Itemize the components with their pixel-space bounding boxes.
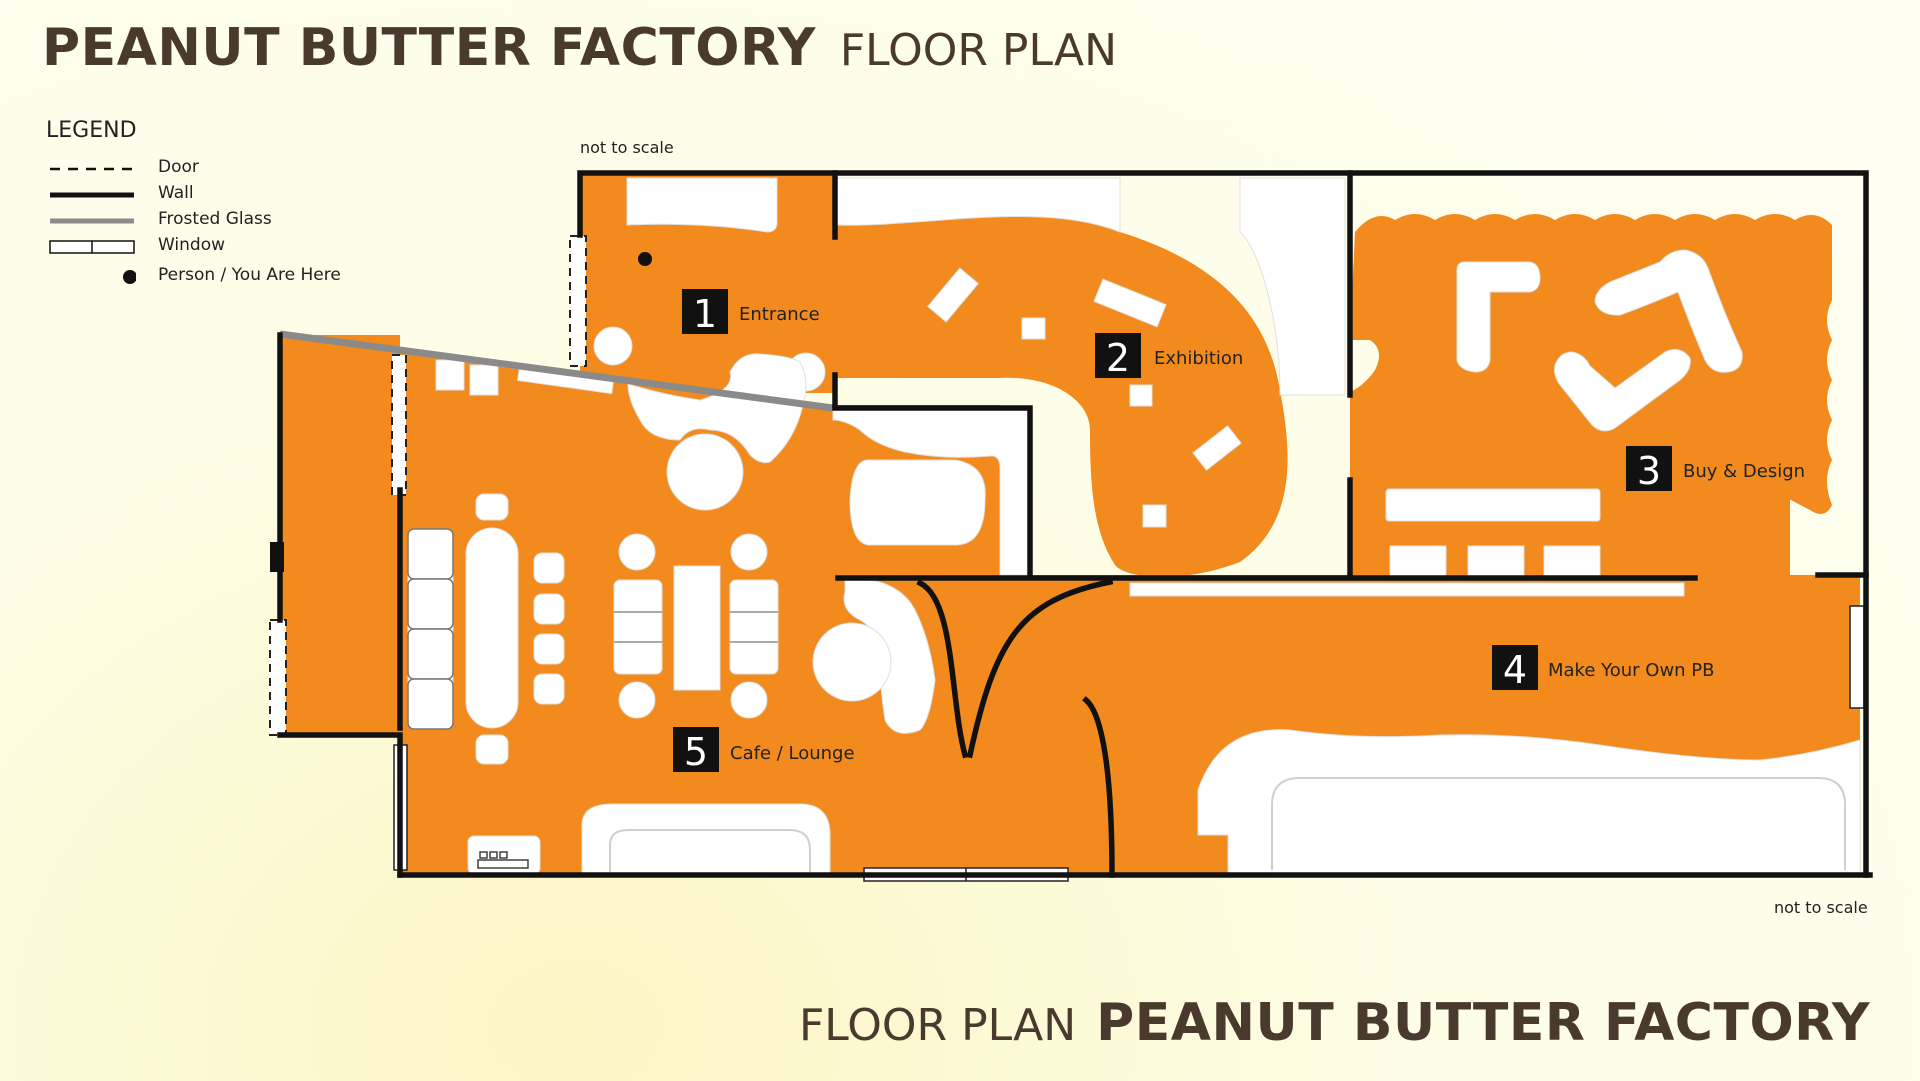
chair	[475, 493, 509, 521]
zone-label: Make Your Own PB	[1548, 660, 1715, 681]
title-sub: FLOOR PLAN	[839, 25, 1117, 76]
exhibit-panel	[1192, 425, 1242, 471]
zone-number: 2	[1106, 336, 1130, 380]
plan-title: PEANUT BUTTER FACTORY FLOOR PLAN	[42, 18, 1117, 78]
legend-title: LEGEND	[46, 118, 137, 143]
legend-label: Person / You Are Here	[158, 265, 341, 285]
zone-entrance: 1 Entrance	[682, 289, 820, 336]
cafe-round-table	[812, 622, 892, 702]
zone-number-box	[1492, 645, 1538, 690]
zone-number-box	[1626, 446, 1672, 491]
stool	[618, 681, 656, 719]
chair	[533, 593, 565, 625]
footer-title-main: PEANUT BUTTER FACTORY	[1096, 993, 1870, 1053]
coffee-table	[673, 565, 721, 691]
legend-item-person: Person / You Are Here	[46, 265, 341, 289]
exhibit-wall-block	[834, 177, 1121, 233]
legend-label: Frosted Glass	[158, 209, 272, 229]
entrance-planter	[593, 326, 633, 366]
legend-item-frosted-glass: Frosted Glass	[46, 209, 272, 233]
cafe-booth	[849, 459, 986, 546]
wall-line-icon	[50, 192, 134, 198]
legend-label: Window	[158, 235, 226, 255]
chair	[475, 734, 509, 765]
cafe-counter-inner	[609, 829, 811, 872]
footer-title: FLOOR PLAN PEANUT BUTTER FACTORY	[799, 993, 1870, 1053]
exhibit-plinth	[1142, 504, 1167, 528]
checkout-counter	[1385, 488, 1601, 522]
legend: LEGEND Door Wall Frosted Glass Window Pe…	[46, 118, 341, 291]
zone-cafe-lounge: 5 Cafe / Lounge	[673, 727, 855, 774]
zone-number-box	[1095, 333, 1141, 378]
long-table	[465, 527, 519, 729]
footer-title-sub: FLOOR PLAN	[799, 1000, 1077, 1051]
sofa	[729, 579, 779, 675]
legend-label: Wall	[158, 183, 194, 203]
cafe-counter	[581, 803, 831, 876]
scale-note-top: not to scale	[580, 138, 674, 157]
legend-item-window: Window	[46, 235, 225, 259]
zone-label: Exhibition	[1154, 348, 1243, 369]
window-stub	[469, 364, 499, 396]
person-dot-icon	[123, 270, 136, 284]
cafe-lobby-wall	[832, 407, 1031, 576]
chair	[533, 673, 565, 705]
make-pb-kitchen	[1197, 729, 1861, 876]
zone-number: 3	[1637, 449, 1661, 493]
walls	[277, 170, 1873, 878]
bench-cushions	[407, 528, 454, 730]
zone-number-box	[673, 727, 719, 772]
zone-label: Cafe / Lounge	[730, 743, 855, 764]
display-shelf	[1594, 249, 1743, 373]
stool	[730, 533, 768, 571]
window-stub	[435, 359, 465, 391]
zone-exhibition: 2 Exhibition	[1095, 333, 1243, 380]
window-rect-icon	[49, 240, 135, 254]
exhibit-plinth	[1021, 317, 1046, 340]
legend-label: Door	[158, 157, 199, 177]
pb-counter-strip	[1129, 582, 1685, 597]
stool	[618, 533, 656, 571]
scale-note-bottom: not to scale	[1774, 898, 1868, 917]
frosted-glass	[279, 330, 834, 412]
entrance-counter	[626, 177, 778, 233]
make-pb-kitchen-inner	[1271, 777, 1846, 870]
checkout-station	[1467, 545, 1525, 577]
checkout-station	[1389, 545, 1447, 577]
sofa	[613, 579, 663, 675]
furniture	[407, 177, 1861, 876]
zone-number: 4	[1503, 648, 1527, 692]
door-line-icon	[50, 167, 134, 171]
exhibit-plinth	[1129, 384, 1153, 407]
legend-item-wall: Wall	[46, 183, 194, 207]
chair	[533, 552, 565, 584]
wall-dash	[270, 542, 284, 572]
chair	[533, 633, 565, 665]
cafe-column	[627, 353, 807, 464]
zone-label: Buy & Design	[1683, 461, 1805, 482]
cafe-round-table	[666, 433, 744, 511]
frosted-glass-line-icon	[50, 218, 134, 224]
zone-label: Entrance	[739, 304, 820, 325]
exhibit-wall-curve	[1239, 177, 1346, 396]
exhibit-panel	[1093, 278, 1167, 328]
display-shelf	[1456, 261, 1541, 373]
zone-number: 5	[684, 730, 708, 774]
you-are-here-marker	[638, 252, 652, 266]
zone-number: 1	[693, 292, 717, 336]
checkout-station	[1543, 545, 1601, 577]
zone-buy-design: 3 Buy & Design	[1626, 446, 1805, 493]
exhibit-panel	[927, 267, 979, 323]
stove-burners	[477, 851, 529, 869]
sofa-cushion-lines	[614, 611, 778, 643]
title-main: PEANUT BUTTER FACTORY	[42, 18, 816, 78]
display-shelf	[1554, 349, 1691, 432]
zone-number-box	[682, 289, 728, 334]
legend-item-door: Door	[46, 157, 199, 181]
zone-make-your-own-pb: 4 Make Your Own PB	[1492, 645, 1715, 692]
stool	[730, 681, 768, 719]
